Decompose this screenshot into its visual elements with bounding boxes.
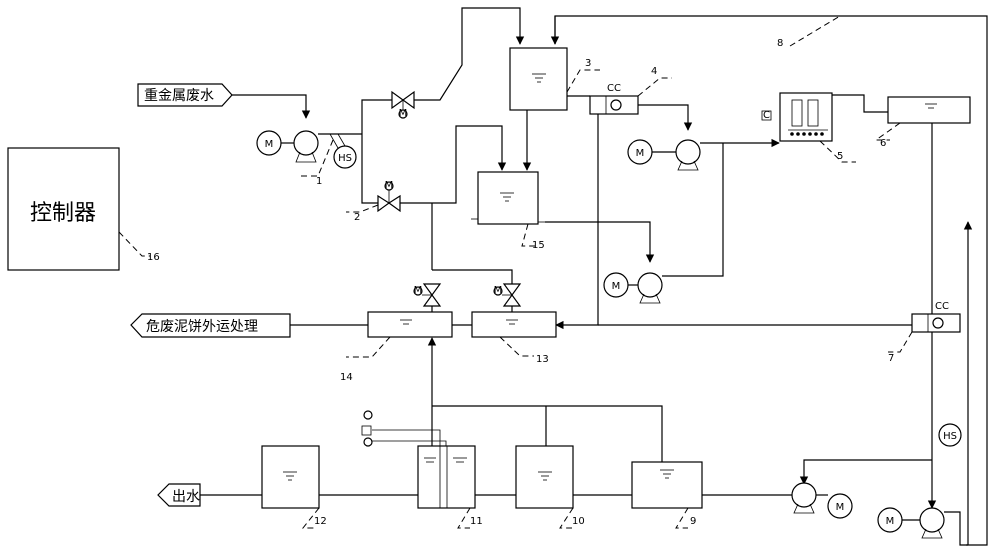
svg-text:4: 4 — [651, 66, 657, 77]
pump-9: M — [791, 482, 853, 519]
controller: 控制器 — [7, 147, 120, 271]
pump-5-feed: M — [627, 139, 701, 171]
sludge-outlet-label: 危废泥饼外运处理 — [146, 319, 258, 335]
svg-text:12: 12 — [314, 516, 327, 527]
svg-text:15: 15 — [532, 240, 545, 251]
svg-text:16: 16 — [147, 252, 160, 263]
controller-label: 控制器 — [30, 201, 96, 226]
svg-text:M: M — [612, 281, 621, 292]
sludge-header — [432, 405, 663, 462]
tank-6 — [887, 96, 971, 124]
motor-icon — [827, 493, 853, 519]
pump-return: M — [877, 507, 968, 546]
pipe-to-tank-15 — [432, 125, 507, 204]
pump-icon — [919, 507, 945, 533]
pump-icon — [675, 139, 701, 165]
svg-text:HS: HS — [338, 153, 352, 164]
svg-text:M: M — [836, 502, 845, 513]
valve-13: M — [493, 283, 522, 307]
svg-text:3: 3 — [585, 58, 591, 69]
sludge-outlet-tag: 危废泥饼外运处理 — [130, 313, 291, 338]
tank-14 — [367, 311, 453, 338]
svg-text:M: M — [494, 285, 503, 296]
branch-down — [361, 134, 378, 204]
svg-text:M: M — [385, 180, 394, 191]
svg-text:10: 10 — [572, 516, 585, 527]
pipe-pump15-to-5 — [662, 143, 724, 277]
tank-11 — [361, 410, 476, 509]
svg-text:7: 7 — [888, 353, 894, 364]
pipe-to-tank-3 — [414, 7, 525, 101]
tank-13 — [471, 311, 557, 338]
inlet-tag: 重金属废水 — [137, 83, 233, 107]
svg-text:CC: CC — [607, 83, 621, 94]
pump-icon — [293, 130, 319, 156]
pipe-15-to-pump — [545, 221, 655, 263]
pipe-4-to-pump — [638, 104, 693, 131]
pipe-to-pump-9 — [799, 459, 932, 485]
svg-text:1: 1 — [316, 176, 322, 187]
svg-text:11: 11 — [470, 516, 483, 527]
pipe-5-to-6 — [832, 94, 888, 113]
svg-text:HS: HS — [943, 431, 957, 442]
svg-text:8: 8 — [777, 38, 783, 49]
valve-14: M — [413, 283, 442, 307]
tank-3 — [509, 47, 568, 111]
pipe-to-tank-13 — [555, 114, 599, 330]
pipe-to-valves — [432, 269, 513, 284]
inlet-pipe — [232, 94, 311, 119]
svg-text:14: 14 — [340, 372, 353, 383]
svg-text:M: M — [399, 108, 408, 119]
component-numbers: 1 2 3 4 5 6 7 8 9 10 11 12 13 14 15 16 — [147, 38, 894, 527]
controller-box — [7, 147, 120, 271]
svg-text:M: M — [636, 148, 645, 159]
unit-5: C — [761, 92, 833, 142]
svg-text:CC: CC — [935, 301, 949, 312]
valve-top: M — [391, 90, 415, 119]
level-switch-icon — [938, 423, 962, 447]
leader-lines — [118, 15, 913, 529]
pump-1: M HS — [256, 130, 362, 169]
tank-12 — [261, 445, 320, 509]
water-outlet-label: 出水 — [172, 489, 200, 505]
svg-text:9: 9 — [690, 516, 696, 527]
pump-icon — [791, 482, 817, 508]
tank-9 — [631, 461, 703, 509]
inlet-label: 重金属废水 — [144, 88, 214, 104]
svg-text:M: M — [886, 516, 895, 527]
flowmeter-4: CC — [589, 83, 639, 115]
water-outlet-tag: 出水 — [157, 483, 201, 507]
svg-text:C: C — [763, 110, 770, 121]
branch-up — [361, 99, 392, 134]
valve-2: M — [377, 180, 401, 213]
pump-15: M — [603, 272, 663, 304]
svg-text:6: 6 — [880, 138, 886, 149]
svg-text:5: 5 — [837, 151, 843, 162]
svg-text:13: 13 — [536, 354, 549, 365]
flowmeter-7: CC — [911, 301, 961, 333]
svg-text:M: M — [265, 139, 274, 150]
pump-icon — [637, 272, 663, 298]
svg-text:M: M — [414, 285, 423, 296]
svg-text:2: 2 — [354, 212, 360, 223]
tank-10 — [515, 445, 574, 509]
tank-15 — [471, 171, 545, 225]
